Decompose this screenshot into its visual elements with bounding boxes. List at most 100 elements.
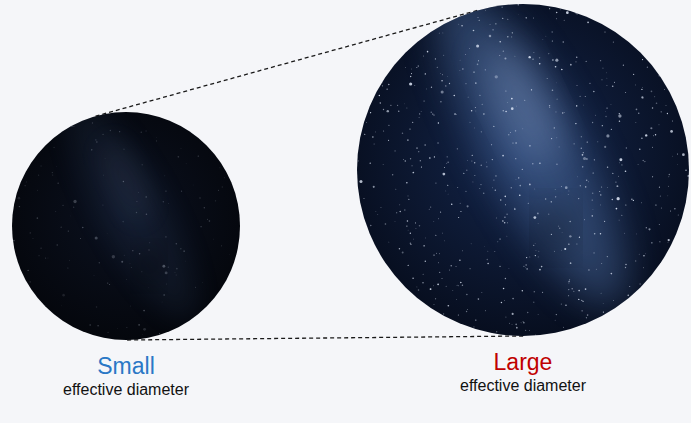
star [589,325,590,326]
star [439,272,440,273]
star [586,158,588,160]
star [577,176,579,178]
star [392,174,394,176]
star [648,296,649,297]
star [402,132,404,134]
star [30,281,31,282]
star [406,225,407,226]
star [26,125,27,126]
star [670,333,671,334]
star [222,186,223,187]
star [495,75,498,78]
star [123,148,125,150]
star [612,85,614,87]
star [511,98,513,100]
star [568,281,570,283]
star [515,158,516,159]
star [373,186,375,188]
circle-caption: Largeeffective diameter [460,349,586,396]
star [551,31,553,33]
star [466,309,468,311]
star [641,89,642,90]
star [362,280,363,281]
star [612,199,613,200]
star [518,4,519,5]
star [653,135,655,137]
star [648,312,650,314]
star [568,190,570,192]
star [389,322,392,325]
star [654,96,656,98]
star [567,193,569,195]
star [649,32,650,33]
star [164,175,165,176]
star [504,300,506,302]
star [37,189,39,191]
star [645,253,647,255]
star [641,96,643,98]
star [429,330,430,331]
star [492,159,493,160]
star [621,215,622,216]
star [377,31,378,32]
star [616,208,618,210]
star [465,331,466,332]
star [679,53,681,55]
star [586,317,587,318]
star [364,134,365,135]
star [586,179,588,181]
star [660,323,662,325]
star [24,280,26,282]
star [126,279,128,281]
star [538,250,540,252]
star [408,199,409,200]
star [648,228,650,230]
star [129,263,131,265]
star [505,196,507,198]
star [589,83,590,84]
star [368,72,369,73]
star [457,148,458,149]
star [433,114,434,115]
star [677,256,679,258]
star [492,29,493,30]
star [592,192,594,194]
star [642,59,643,60]
star [56,244,57,245]
star [224,282,226,284]
star [450,265,452,267]
star [512,32,513,33]
star [612,324,614,326]
star [385,31,386,32]
star [539,57,540,58]
star [136,212,137,213]
star [556,314,557,315]
star [40,247,41,248]
star [384,31,385,32]
star [641,202,643,204]
star [404,322,405,323]
star [411,73,412,74]
star [447,156,448,157]
star [456,299,458,301]
star [215,200,216,201]
star [593,91,594,92]
star [607,186,609,188]
star [594,233,596,235]
star [433,304,434,305]
star [419,225,421,227]
star [387,89,388,90]
star [573,143,574,144]
star [68,230,69,231]
star [605,116,606,117]
star [445,190,447,192]
star [148,249,149,250]
milky-way [45,112,219,335]
star [383,302,384,303]
star [165,190,166,191]
star [499,266,500,267]
star [437,262,439,264]
star [610,103,612,105]
star [425,261,426,262]
star [603,311,604,312]
